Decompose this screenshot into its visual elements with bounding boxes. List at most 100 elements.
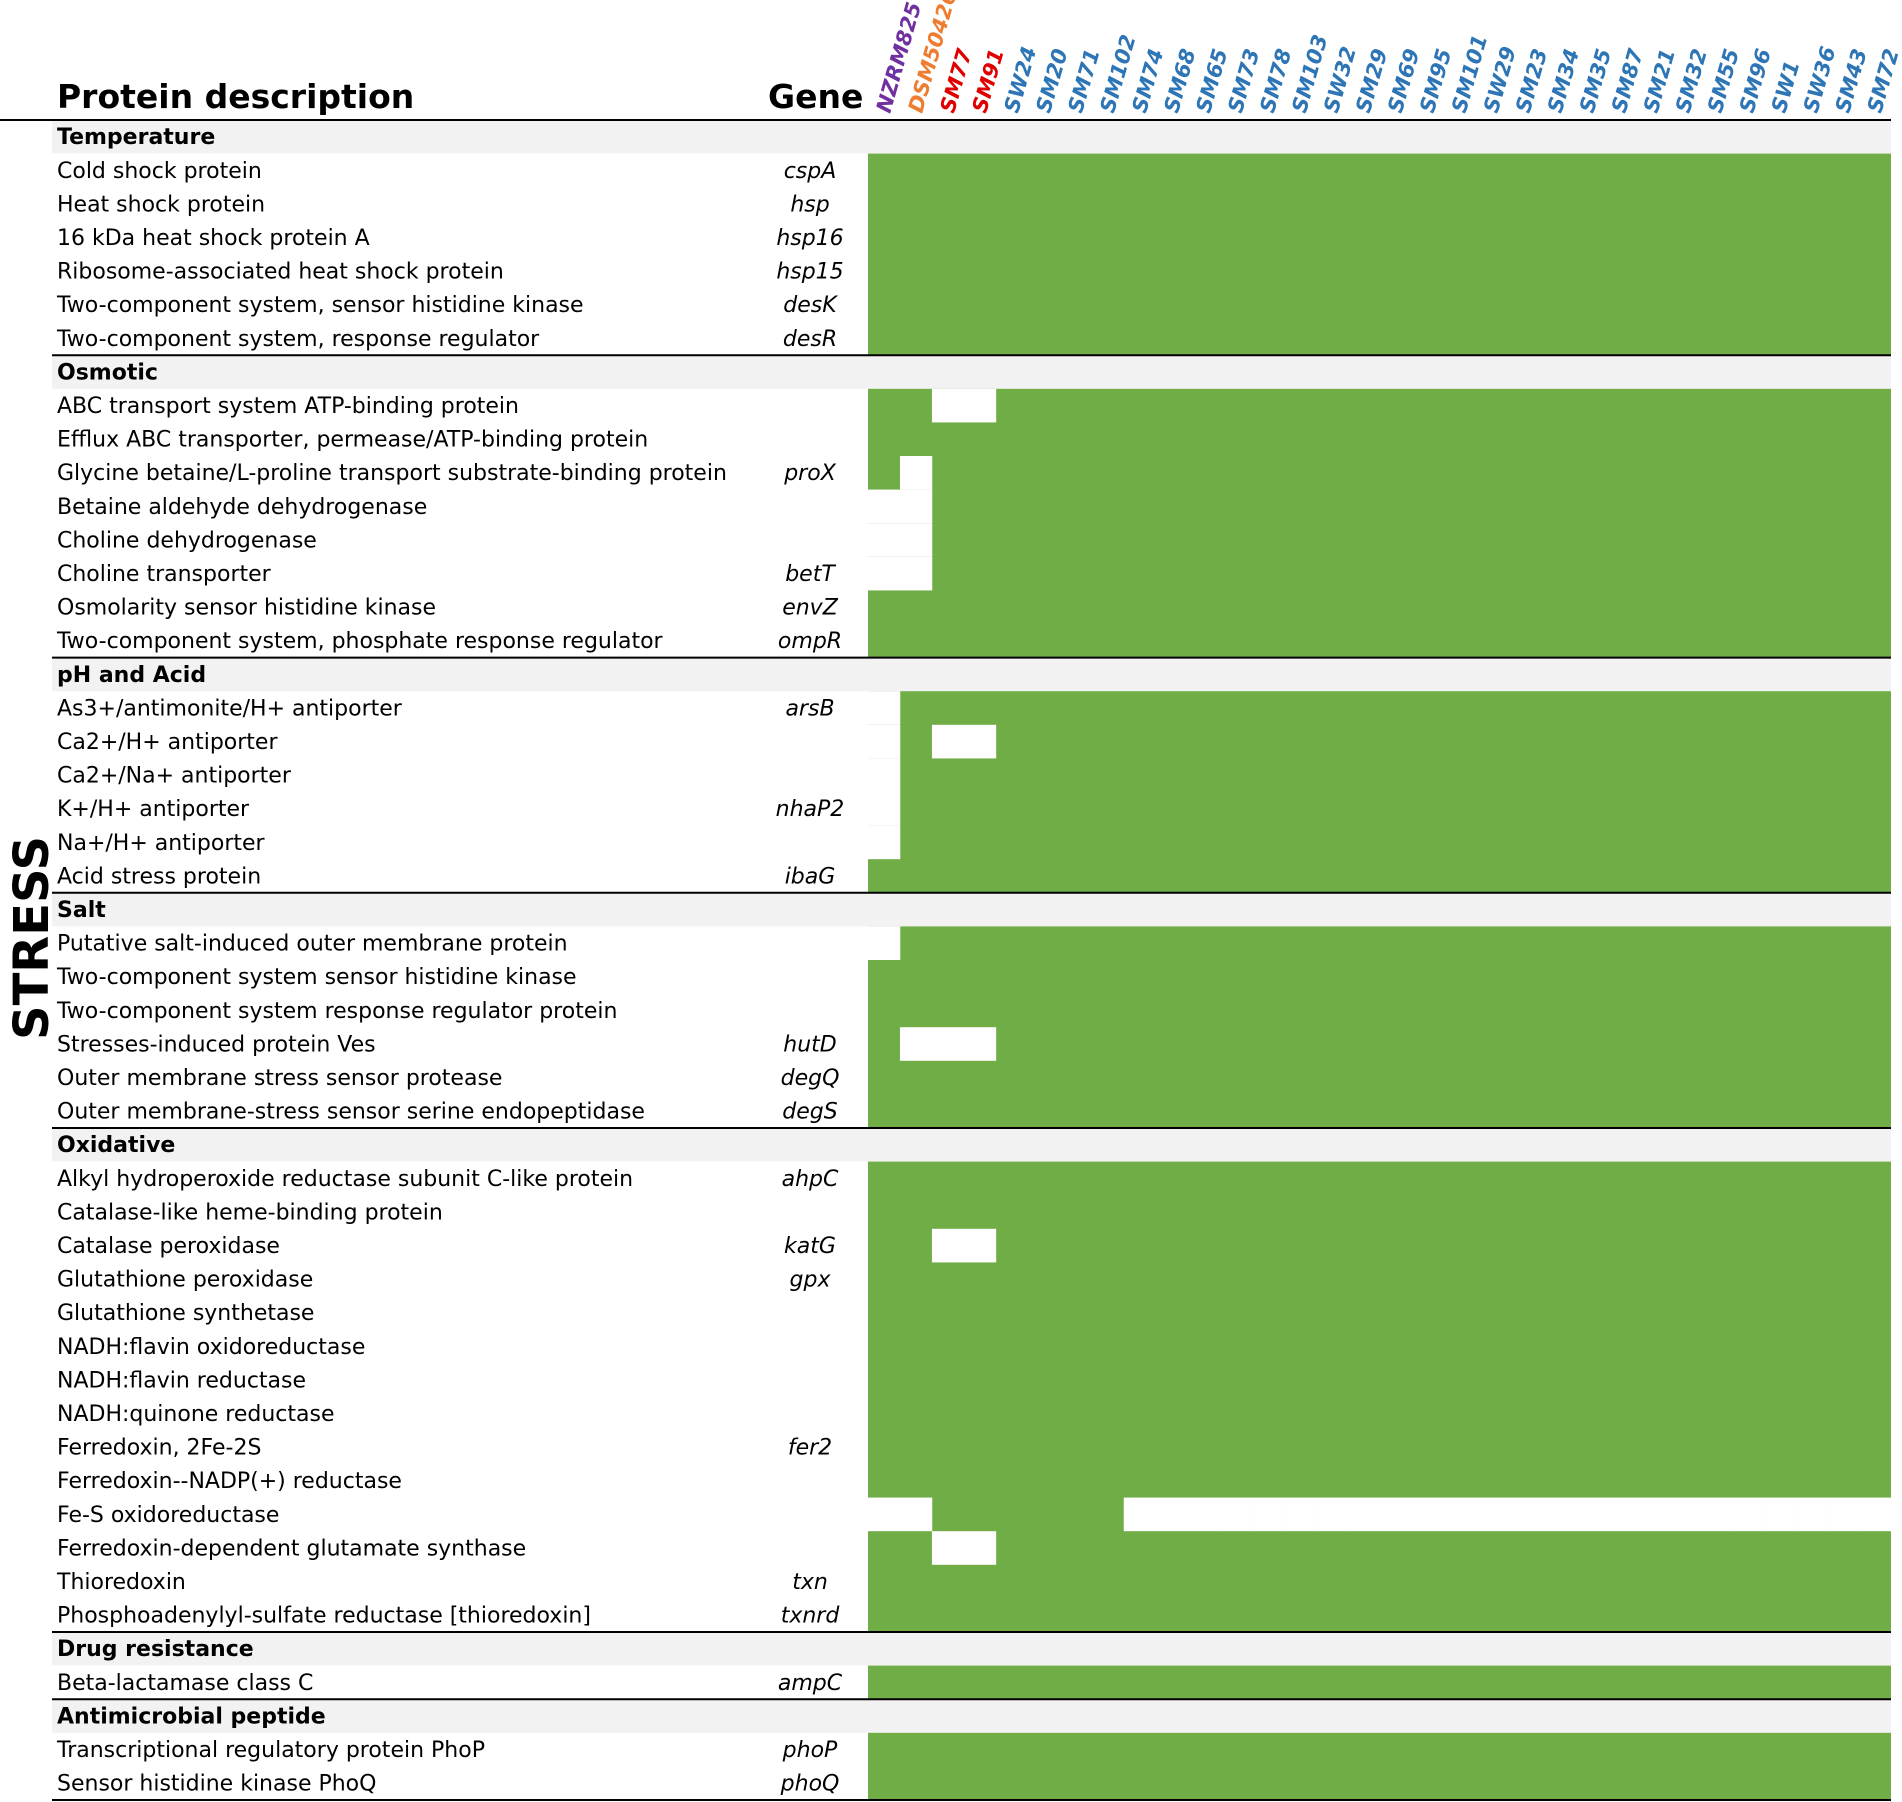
row-present-fill — [868, 1027, 1891, 1062]
separator-lines — [0, 119, 1891, 1801]
row-present-fill — [868, 926, 1891, 961]
absent-cell — [1859, 1497, 1892, 1532]
strain-labels: NZRM825DSM50426SM77SM91SW24SM20SM71SM102… — [872, 0, 1902, 115]
protein-label: Ca2+/H+ antiporter — [57, 730, 278, 755]
row-present-fill — [868, 1464, 1891, 1499]
absent-cell — [1315, 1497, 1348, 1532]
side-label-stress: STRESS — [4, 836, 60, 1040]
protein-label: Two-component system, response regulator — [56, 327, 540, 352]
row-present-fill — [868, 1060, 1891, 1095]
protein-label: Ferredoxin-dependent glutamate synthase — [57, 1536, 526, 1561]
absent-cell — [868, 926, 901, 961]
row-present-fill — [868, 1363, 1891, 1398]
absent-cell — [1635, 1497, 1668, 1532]
gene-label: hsp — [790, 192, 829, 217]
gene-label: txnrd — [781, 1604, 841, 1629]
row-present-fill — [868, 556, 1891, 591]
absent-cell — [1123, 1497, 1157, 1532]
row-present-fill — [868, 1262, 1891, 1297]
gene-label: desK — [783, 293, 838, 318]
row-present-fill — [868, 187, 1891, 222]
absent-cell — [1347, 1497, 1380, 1532]
absent-cell — [1251, 1497, 1284, 1532]
category-band — [52, 657, 1891, 692]
absent-cell — [1539, 1497, 1572, 1532]
category-band — [52, 1128, 1891, 1162]
row-present-fill — [868, 1228, 1891, 1263]
row-present-fill — [868, 1531, 1891, 1566]
row-present-fill — [868, 1195, 1891, 1230]
absent-cell — [931, 1027, 965, 1062]
row-present-fill — [868, 153, 1891, 188]
protein-label: Glycine betaine/L-proline transport subs… — [57, 461, 727, 486]
protein-label: 16 kDa heat shock protein A — [57, 226, 370, 251]
category-label: Salt — [57, 898, 106, 923]
protein-label: Two-component system, sensor histidine k… — [56, 293, 584, 318]
row-present-fill — [868, 254, 1891, 289]
absent-cell — [1219, 1497, 1252, 1532]
gene-label: arsB — [785, 696, 834, 721]
absent-cell — [963, 1531, 997, 1566]
absent-cell — [963, 1027, 997, 1062]
header-gene: Gene — [768, 77, 863, 116]
absent-cell — [1699, 1497, 1732, 1532]
category-label: Temperature — [57, 125, 215, 150]
row-present-fill — [868, 960, 1891, 995]
gene-label: phoQ — [780, 1772, 840, 1797]
category-band — [52, 1699, 1891, 1733]
protein-label: Efflux ABC transporter, permease/ATP-bin… — [57, 428, 648, 453]
gene-label: txn — [792, 1570, 828, 1595]
category-label: pH and Acid — [57, 663, 206, 688]
category-label: Antimicrobial peptide — [57, 1704, 326, 1729]
category-band — [52, 1632, 1891, 1666]
row-present-fill — [868, 1665, 1891, 1700]
protein-label: Two-component system, phosphate response… — [56, 629, 664, 654]
protein-label: Stresses-induced protein Ves — [57, 1032, 376, 1057]
absent-cell — [1763, 1497, 1796, 1532]
protein-label: Osmolarity sensor histidine kinase — [57, 596, 436, 621]
absent-cell — [1667, 1497, 1700, 1532]
absent-cell — [899, 1497, 933, 1532]
protein-label: K+/H+ antiporter — [57, 797, 250, 822]
row-present-fill — [868, 456, 1891, 491]
row-present-fill — [868, 792, 1891, 827]
row-present-fill — [868, 523, 1891, 558]
absent-cell — [1827, 1497, 1860, 1532]
row-present-fill — [868, 1396, 1891, 1431]
row-present-fill — [868, 1296, 1891, 1331]
category-label: Drug resistance — [57, 1637, 254, 1662]
row-present-fill — [868, 489, 1891, 524]
protein-label: Heat shock protein — [57, 192, 265, 217]
protein-label: Glutathione synthetase — [57, 1301, 314, 1326]
row-present-fill — [868, 388, 1891, 423]
header-protein-description: Protein description — [57, 77, 414, 116]
absent-cell — [868, 691, 901, 726]
protein-label: Choline dehydrogenase — [57, 528, 317, 553]
category-label: Osmotic — [57, 360, 158, 385]
absent-cell — [899, 523, 933, 558]
absent-cell — [868, 489, 901, 524]
gene-label: hutD — [783, 1032, 836, 1057]
row-present-fill — [868, 422, 1891, 457]
absent-cell — [1283, 1497, 1316, 1532]
gene-label: cspA — [784, 159, 837, 184]
gene-label: ahpC — [782, 1167, 839, 1192]
protein-label: Outer membrane-stress sensor serine endo… — [57, 1100, 645, 1125]
absent-cell — [1155, 1497, 1188, 1532]
absent-cell — [899, 556, 933, 591]
absent-cell — [899, 1027, 933, 1062]
protein-label: Alkyl hydroperoxide reductase subunit C-… — [57, 1167, 633, 1192]
protein-label: Cold shock protein — [57, 159, 262, 184]
row-present-fill — [868, 825, 1891, 860]
gene-label: ampC — [778, 1671, 843, 1696]
protein-label: Betaine aldehyde dehydrogenase — [57, 495, 427, 520]
protein-label: ABC transport system ATP-binding protein — [57, 394, 519, 419]
gene-label: katG — [784, 1234, 836, 1259]
gene-label: desR — [783, 327, 837, 352]
absent-cell — [1795, 1497, 1828, 1532]
protein-label: Ferredoxin--NADP(+) reductase — [57, 1469, 402, 1494]
absent-cell — [963, 724, 997, 759]
protein-label: As3+/antimonite/H+ antiporter — [57, 696, 403, 721]
